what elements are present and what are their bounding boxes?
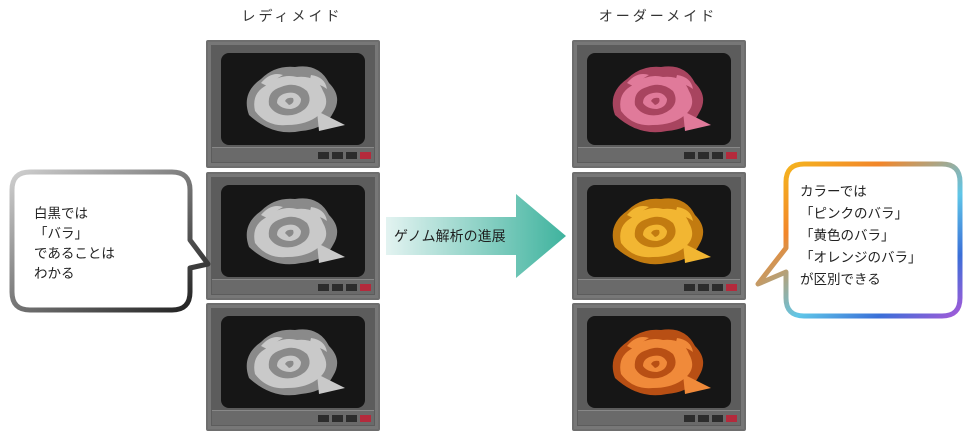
tv-power-button xyxy=(360,284,371,291)
rose-petal xyxy=(683,243,711,263)
tv-button xyxy=(684,152,695,159)
rose-petal xyxy=(627,206,649,219)
left-bubble-line-4: わかる xyxy=(34,266,75,282)
rose-icon xyxy=(246,198,345,265)
left-tv-1 xyxy=(206,40,380,168)
tv-screen xyxy=(221,316,365,408)
right-bubble-line-4: 「オレンジのバラ」 xyxy=(800,250,922,266)
tv-button xyxy=(346,415,357,422)
rose-petal xyxy=(285,97,294,105)
tv-button xyxy=(698,152,709,159)
rose-petal xyxy=(309,338,327,352)
right-bubble-line-5: が区別できる xyxy=(800,272,881,288)
rose-petal xyxy=(317,111,345,131)
right-tv-2 xyxy=(572,172,746,300)
left-bubble-line-1: 白黒では xyxy=(34,206,88,222)
rose-petal xyxy=(675,75,693,89)
tv-button xyxy=(684,415,695,422)
tv-button xyxy=(712,284,723,291)
rose-petal xyxy=(309,75,327,89)
tv-screen xyxy=(587,53,731,145)
rose-petal xyxy=(675,207,693,221)
rose-petal xyxy=(627,74,649,87)
tv-screen xyxy=(221,185,365,277)
left-speech-bubble: 白黒では 「バラ」 であることは わかる xyxy=(8,168,216,314)
tv-button xyxy=(346,152,357,159)
progress-arrow: ゲノム解析の進展 xyxy=(386,194,566,278)
rose-petal xyxy=(317,374,345,394)
right-column-title: オーダーメイド xyxy=(598,9,718,25)
rose-petal xyxy=(285,360,294,368)
right-tv-1 xyxy=(572,40,746,168)
tv-power-button xyxy=(726,284,737,291)
right-bubble-line-2: 「ピンクのバラ」 xyxy=(800,206,908,222)
tv-button xyxy=(684,284,695,291)
tv-screen xyxy=(221,53,365,145)
left-tv-2 xyxy=(206,172,380,300)
rose-icon xyxy=(246,66,345,133)
tv-power-button xyxy=(726,415,737,422)
rose-petal xyxy=(683,111,711,131)
rose-petal xyxy=(651,97,660,105)
right-speech-bubble: カラーでは 「ピンクのバラ」 「黄色のバラ」 「オレンジのバラ」 が区別できる xyxy=(752,160,964,320)
right-tv-3 xyxy=(572,303,746,431)
left-column-title: レディメイド xyxy=(241,9,343,25)
right-bubble-line-3: 「黄色のバラ」 xyxy=(800,228,895,244)
rose-icon xyxy=(612,198,711,265)
rose-petal xyxy=(627,337,649,350)
rose-petal xyxy=(651,360,660,368)
tv-button xyxy=(698,284,709,291)
left-tv-3 xyxy=(206,303,380,431)
tv-button xyxy=(712,415,723,422)
tv-button xyxy=(332,415,343,422)
tv-power-button xyxy=(360,152,371,159)
rose-icon xyxy=(246,329,345,396)
tv-button xyxy=(332,152,343,159)
right-bubble-line-1: カラーでは xyxy=(800,184,867,200)
left-bubble-line-2: 「バラ」 xyxy=(34,226,88,242)
tv-power-button xyxy=(360,415,371,422)
rose-icon xyxy=(612,66,711,133)
tv-button xyxy=(318,152,329,159)
tv-button xyxy=(332,284,343,291)
rose-petal xyxy=(317,243,345,263)
tv-button xyxy=(712,152,723,159)
tv-power-button xyxy=(726,152,737,159)
rose-petal xyxy=(285,229,294,237)
tv-button xyxy=(346,284,357,291)
tv-screen xyxy=(587,316,731,408)
arrow-label: ゲノム解析の進展 xyxy=(394,229,506,245)
rose-petal xyxy=(261,206,283,219)
rose-petal xyxy=(675,338,693,352)
arrow-shape xyxy=(386,194,566,278)
rose-petal xyxy=(651,229,660,237)
tv-button xyxy=(698,415,709,422)
rose-petal xyxy=(309,207,327,221)
left-bubble-line-3: であることは xyxy=(34,246,115,262)
rose-icon xyxy=(612,329,711,396)
rose-petal xyxy=(261,74,283,87)
tv-screen xyxy=(587,185,731,277)
rose-petal xyxy=(261,337,283,350)
tv-button xyxy=(318,284,329,291)
tv-button xyxy=(318,415,329,422)
rose-petal xyxy=(683,374,711,394)
